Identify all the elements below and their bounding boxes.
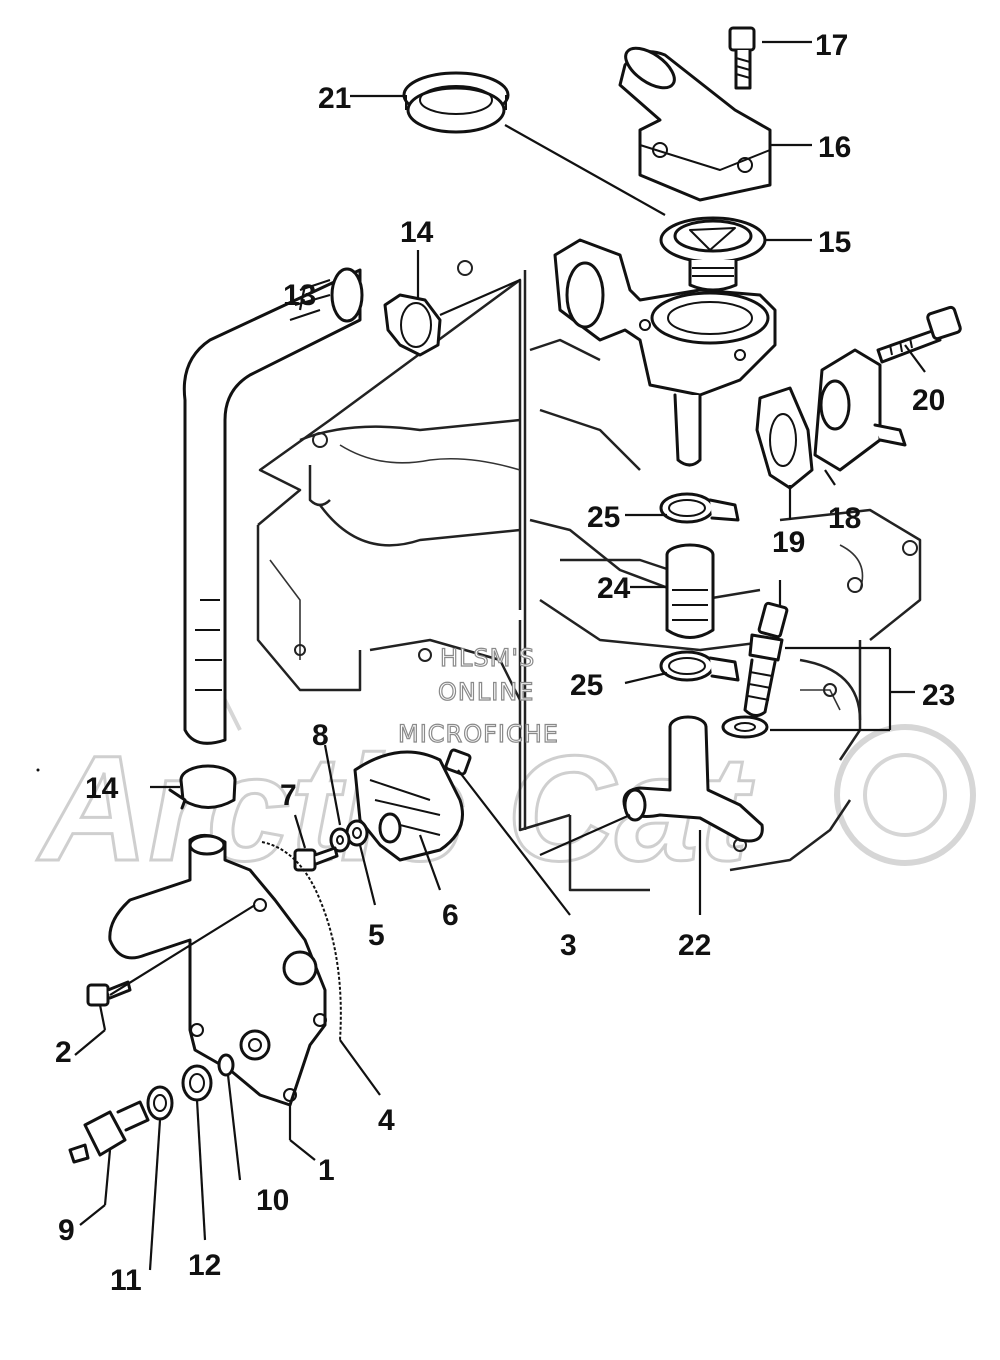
part-3-dowel bbox=[444, 748, 472, 776]
callout-19: 19 bbox=[772, 526, 805, 559]
watermark-line2: ONLINE bbox=[438, 678, 534, 706]
part-25-clamp-lower bbox=[659, 650, 740, 682]
callout-21: 21 bbox=[318, 82, 351, 115]
callout-11: 11 bbox=[110, 1264, 142, 1297]
callout-25-upper: 25 bbox=[587, 501, 620, 534]
scan-speck bbox=[36, 768, 40, 772]
callout-1: 1 bbox=[318, 1154, 335, 1187]
part-13-hose bbox=[182, 267, 364, 745]
part-14-hose-clamp-upper bbox=[383, 293, 442, 357]
part-19-gasket bbox=[755, 386, 814, 490]
part-21-seal-ring bbox=[402, 71, 510, 134]
part-16-thermostat-housing-cover bbox=[618, 46, 772, 202]
thermostat-housing bbox=[553, 238, 777, 467]
part-17-bolt bbox=[728, 26, 756, 90]
watermark-line1: HLSM'S bbox=[440, 644, 535, 672]
callout-13: 13 bbox=[283, 279, 316, 312]
callout-9: 9 bbox=[58, 1214, 75, 1247]
callout-18: 18 bbox=[828, 502, 861, 535]
callout-7: 7 bbox=[280, 779, 297, 812]
callout-8: 8 bbox=[312, 719, 329, 752]
part-14-hose-clamp-lower bbox=[168, 764, 237, 810]
watermark-line3: MICROFICHE bbox=[398, 720, 559, 748]
callout-5: 5 bbox=[368, 919, 385, 952]
part-1-water-pump-cover bbox=[108, 834, 327, 1107]
microfiche-watermark: HLSM'S ONLINE MICROFICHE bbox=[397, 643, 559, 748]
leader-lines bbox=[74, 40, 926, 1271]
part-9-sensor bbox=[68, 1100, 150, 1164]
part-18-outlet-fitting bbox=[813, 348, 907, 472]
part-12-gasket bbox=[181, 1064, 213, 1102]
part-4-o-ring bbox=[261, 841, 342, 1041]
callout-25-lower: 25 bbox=[570, 669, 603, 702]
callout-24: 24 bbox=[597, 572, 631, 605]
part-8-washer bbox=[329, 827, 351, 853]
part-6-impeller bbox=[353, 750, 464, 862]
callout-22: 22 bbox=[678, 929, 711, 962]
part-20-bolt bbox=[876, 305, 962, 364]
callout-10: 10 bbox=[256, 1184, 289, 1217]
callout-6: 6 bbox=[442, 899, 459, 932]
callout-14-upper: 14 bbox=[400, 216, 434, 249]
callout-labels: 1 2 3 4 5 6 7 8 9 10 11 12 13 14 14 15 1… bbox=[55, 29, 955, 1297]
callout-15: 15 bbox=[818, 226, 851, 259]
part-15-thermostat bbox=[659, 216, 767, 292]
callout-20: 20 bbox=[912, 384, 945, 417]
callout-17: 17 bbox=[815, 29, 848, 62]
callout-4: 4 bbox=[378, 1104, 395, 1137]
engine-block-outline bbox=[256, 260, 922, 892]
callout-12: 12 bbox=[188, 1249, 221, 1282]
part-24-short-hose bbox=[665, 543, 715, 639]
callout-23: 23 bbox=[922, 679, 955, 712]
part-25-clamp-upper bbox=[659, 492, 740, 524]
callout-14-lower: 14 bbox=[85, 772, 119, 805]
callout-3: 3 bbox=[560, 929, 577, 962]
part-23-temperature-sensor bbox=[721, 601, 789, 739]
part-22-outlet-pipe bbox=[622, 715, 764, 843]
callout-2: 2 bbox=[55, 1036, 72, 1069]
callout-16: 16 bbox=[818, 131, 851, 164]
part-10-washer bbox=[217, 1053, 235, 1077]
part-11-washer bbox=[146, 1085, 174, 1121]
